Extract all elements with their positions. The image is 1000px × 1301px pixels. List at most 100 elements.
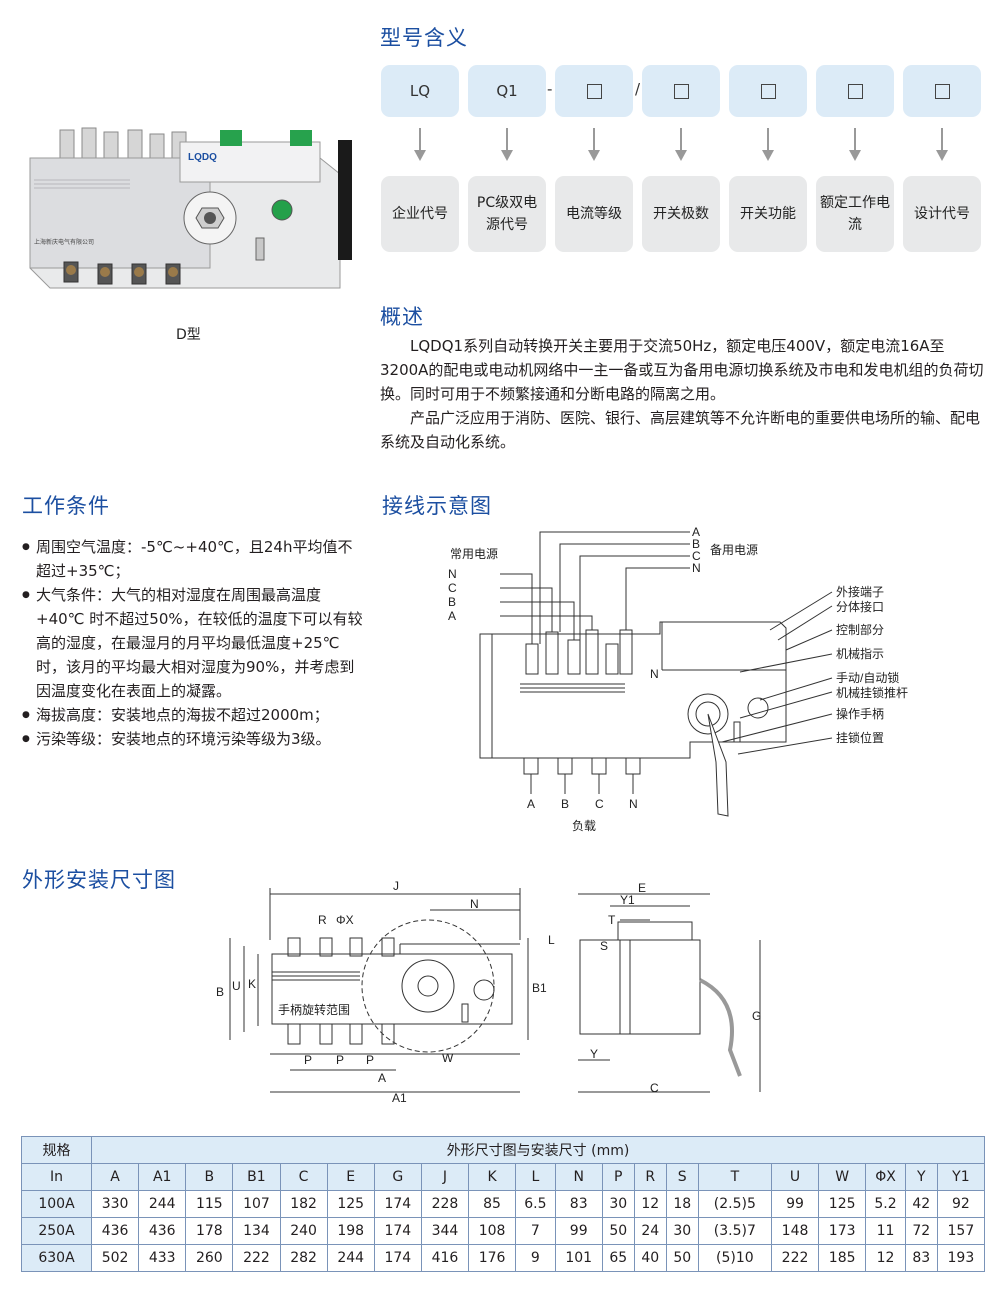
- table-cell: 174: [373, 1217, 422, 1245]
- normal-source-label: 常用电源: [450, 547, 498, 561]
- separator-dash: -: [547, 80, 553, 98]
- column-header: A1: [138, 1163, 187, 1191]
- table-cell: 222: [770, 1244, 820, 1272]
- table-cell: 173: [818, 1217, 867, 1245]
- brand-mark: LQDQ: [188, 152, 217, 163]
- callout-label: 外接端子: [836, 584, 884, 599]
- callout-label: 机械指示: [836, 646, 884, 661]
- table-cell: 24: [633, 1217, 667, 1245]
- placeholder-square-icon: [934, 83, 950, 99]
- phase-label: N: [692, 561, 701, 575]
- condition-item: 周围空气温度：-5℃~+40℃，且24h平均值不超过+35℃；: [22, 535, 367, 583]
- phase-label: B: [561, 797, 569, 811]
- overview-heading: 概述: [380, 305, 424, 329]
- dim-label: U: [232, 979, 241, 993]
- table-cell: 30: [601, 1190, 635, 1218]
- dim-label: B1: [532, 981, 547, 995]
- callout-label: 手动/自动锁: [836, 670, 899, 685]
- column-header: B1: [232, 1163, 281, 1191]
- callout-label: 挂锁位置: [836, 730, 884, 745]
- model-meaning-heading: 型号含义: [380, 26, 468, 50]
- arrow-down-icon: [762, 128, 774, 161]
- placeholder-square-icon: [673, 83, 689, 99]
- table-cell: 185: [818, 1244, 867, 1272]
- rotation-range-label: 手柄旋转范围: [278, 1002, 350, 1017]
- code-box-6: [816, 65, 894, 117]
- product-photo: LQDQ 上海新庆电气有限公司: [29, 127, 352, 289]
- column-header: Y: [904, 1163, 938, 1191]
- callout-label: 操作手柄: [836, 706, 884, 721]
- table-title: 外形尺寸图与安装尺寸 (mm): [91, 1136, 985, 1164]
- table-cell: 244: [138, 1190, 187, 1218]
- column-header: C: [279, 1163, 328, 1191]
- condition-item: 海拔高度：安装地点的海拔不超过2000m；: [22, 703, 367, 727]
- code-desc-2: PC级双电源代号: [468, 176, 546, 252]
- code-box-7: [903, 65, 981, 117]
- callout-label: 控制部分: [836, 622, 884, 637]
- callout-label: 分体接口: [836, 599, 884, 614]
- dimensions-heading: 外形安装尺寸图: [22, 868, 176, 892]
- dim-label: P: [336, 1053, 344, 1067]
- table-cell: 108: [467, 1217, 517, 1245]
- table-cell: 30: [665, 1217, 699, 1245]
- load-label: 负载: [572, 819, 596, 833]
- wiring-heading: 接线示意图: [382, 494, 492, 518]
- table-cell: 176: [467, 1244, 517, 1272]
- code-box-3: [555, 65, 633, 117]
- phase-label: B: [448, 595, 456, 609]
- table-cell: (5)10: [697, 1244, 772, 1272]
- phase-label: C: [692, 549, 701, 563]
- table-cell: (3.5)7: [697, 1217, 772, 1245]
- placeholder-square-icon: [847, 83, 863, 99]
- table-cell: 11: [865, 1217, 906, 1245]
- table-cell: 178: [185, 1217, 234, 1245]
- table-cell: 436: [138, 1217, 187, 1245]
- dim-label: E: [638, 881, 646, 895]
- column-header: N: [554, 1163, 603, 1191]
- dim-label: R: [318, 913, 327, 927]
- column-header: Y1: [936, 1163, 986, 1191]
- column-header: L: [515, 1163, 556, 1191]
- table-cell: 83: [554, 1190, 603, 1218]
- code-desc-1: 企业代号: [381, 176, 459, 252]
- column-header: P: [601, 1163, 635, 1191]
- column-header: E: [326, 1163, 375, 1191]
- dim-label: L: [548, 933, 555, 947]
- table-cell: 107: [232, 1190, 281, 1218]
- table-cell: 85: [467, 1190, 517, 1218]
- table-cell: 12: [633, 1190, 667, 1218]
- brand-name: 上海新庆电气有限公司: [34, 238, 94, 246]
- code-desc-3: 电流等级: [555, 176, 633, 252]
- placeholder-square-icon: [760, 83, 776, 99]
- column-header: T: [697, 1163, 772, 1191]
- dim-label: A1: [392, 1091, 407, 1105]
- table-cell: 7: [515, 1217, 556, 1245]
- table-cell: (2.5)5: [697, 1190, 772, 1218]
- table-cell: 182: [279, 1190, 328, 1218]
- column-header: In: [21, 1163, 92, 1191]
- table-cell: 240: [279, 1217, 328, 1245]
- table-cell: 222: [232, 1244, 281, 1272]
- column-header: B: [185, 1163, 234, 1191]
- dim-label: N: [470, 897, 479, 911]
- column-header: R: [633, 1163, 667, 1191]
- table-cell: 502: [90, 1244, 140, 1272]
- code-box-5: [729, 65, 807, 117]
- phase-label: N: [448, 567, 457, 581]
- table-cell: 174: [373, 1244, 422, 1272]
- dim-label: Y: [590, 1047, 598, 1061]
- code-desc-4: 开关极数: [642, 176, 720, 252]
- dim-label: P: [304, 1053, 312, 1067]
- dim-label: T: [608, 913, 616, 927]
- dim-label: A: [378, 1071, 386, 1085]
- callout-label: 机械挂锁推杆: [836, 685, 908, 700]
- arrow-down-icon: [588, 128, 600, 161]
- column-header: ΦX: [865, 1163, 906, 1191]
- column-header: K: [467, 1163, 517, 1191]
- table-cell: 125: [326, 1190, 375, 1218]
- table-cell: 101: [554, 1244, 603, 1272]
- table-cell: 193: [936, 1244, 986, 1272]
